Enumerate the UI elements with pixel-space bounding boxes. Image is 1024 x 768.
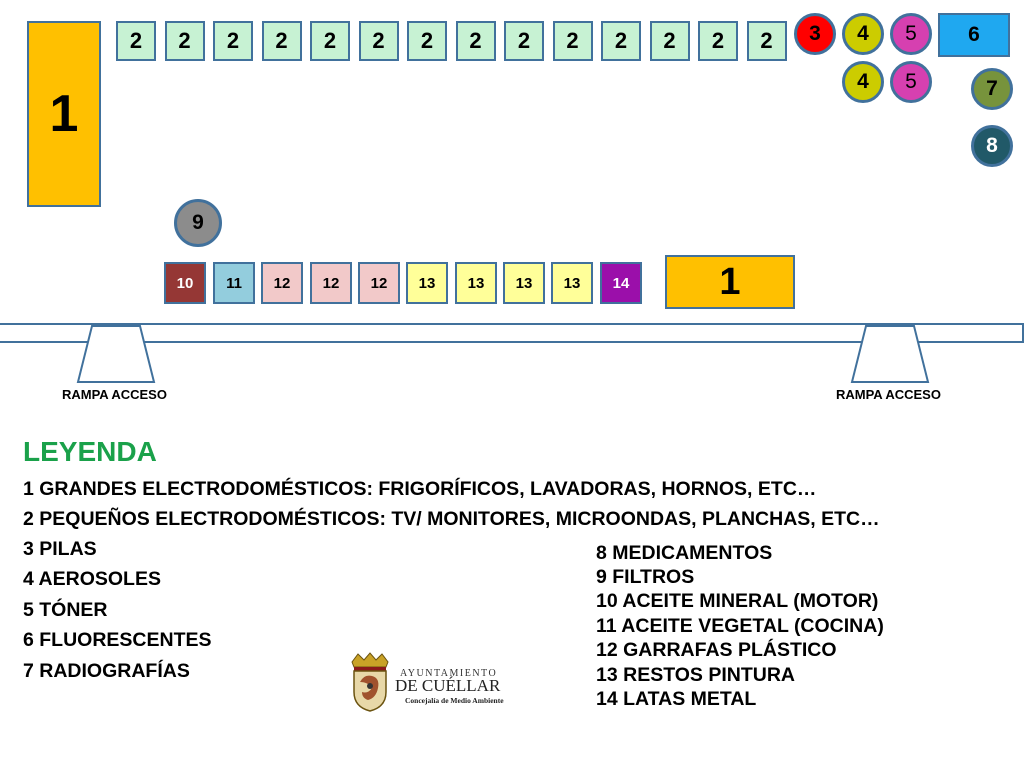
container-12-plastic-jugs: 12 [261,262,303,304]
container-2-small-appliances: 2 [407,21,447,61]
container-label: 5 [905,22,917,45]
legend-item: 11 ACEITE VEGETAL (COCINA) [596,615,884,637]
legend-item: 5 TÓNER [23,599,108,621]
container-label: 2 [129,28,143,53]
container-label: 2 [372,28,385,53]
container-4-aerosols: 4 [842,61,884,103]
container-5-toner: 5 [890,13,932,55]
ramp-left [76,325,156,383]
container-13-paint: 13 [551,262,593,304]
container-label: 13 [418,274,436,292]
container-label: 4 [857,22,869,45]
container-13-paint: 13 [406,262,448,304]
container-label: 2 [323,28,337,53]
municipality-logo: AYUNTAMIENTO DE CUÉLLAR Concejalía de Me… [348,652,518,712]
container-2-small-appliances: 2 [746,21,787,61]
legend-item: 10 ACEITE MINERAL (MOTOR) [596,590,879,612]
legend-item: 2 PEQUEÑOS ELECTRODOMÉSTICOS: TV/ MONITO… [23,508,880,530]
container-label: 13 [563,274,581,292]
container-14-metal-cans: 14 [600,262,642,304]
container-label: 2 [614,28,628,53]
container-2-small-appliances: 2 [310,21,350,61]
container-label: 2 [760,28,773,53]
container-label: 2 [226,28,240,53]
container-7-xrays: 7 [971,68,1013,110]
ramp-left-label: RAMPA ACCESO [62,387,167,402]
legend-item: 7 RADIOGRAFÍAS [23,660,190,682]
container-label: 2 [420,28,434,53]
container-label: 2 [178,28,191,53]
container-2-small-appliances: 2 [164,21,205,61]
container-label: 3 [809,22,821,45]
container-10-mineral-oil: 10 [164,262,206,304]
logo-line-2: DE CUÉLLAR [395,676,501,695]
container-2-small-appliances: 2 [358,21,399,61]
access-road [0,323,1024,343]
container-label: 10 [176,274,194,292]
container-1-large-appliances-left: 1 [27,21,101,207]
container-label: 14 [612,274,630,292]
container-label: 2 [517,28,531,53]
container-label: 13 [515,274,533,292]
container-2-small-appliances: 2 [455,21,496,61]
container-8-medicines: 8 [971,125,1013,167]
container-2-small-appliances: 2 [698,21,738,61]
container-12-plastic-jugs: 12 [358,262,400,304]
container-2-small-appliances: 2 [116,21,156,61]
container-2-small-appliances: 2 [504,21,544,61]
container-label: 12 [273,274,291,292]
container-12-plastic-jugs: 12 [310,262,352,304]
container-label: 4 [857,70,869,93]
legend-title: LEYENDA [23,436,157,467]
legend-item: 14 LATAS METAL [596,688,757,710]
container-2-small-appliances: 2 [649,21,690,61]
container-label: 2 [566,28,579,53]
container-1-large-appliances-bottom: 1 [665,255,795,309]
container-label: 13 [467,274,485,292]
ramp-right [850,325,930,383]
container-3-batteries: 3 [794,13,836,55]
legend-item: 13 RESTOS PINTURA [596,664,796,686]
legend-item: 9 FILTROS [596,566,695,588]
container-label: 12 [322,274,340,292]
container-2-small-appliances: 2 [213,21,253,61]
logo-line-3: Concejalía de Medio Ambiente [405,696,504,705]
container-11-vegetable-oil: 11 [213,262,255,304]
container-label: 9 [192,211,204,234]
legend-item: 8 MEDICAMENTOS [596,542,773,564]
container-label: 1 [719,260,741,303]
container-label: 2 [663,28,676,53]
container-label: 2 [469,28,482,53]
container-label: 11 [226,274,242,292]
container-label: 12 [370,274,388,292]
legend-item: 4 AEROSOLES [23,568,161,590]
container-9-filters: 9 [174,199,222,247]
container-label: 8 [986,134,998,157]
container-13-paint: 13 [455,262,497,304]
coat-of-arms-icon [351,652,389,712]
logo-line-1: AYUNTAMIENTO [400,668,498,679]
container-2-small-appliances: 2 [261,21,302,61]
container-label: 2 [275,28,288,53]
container-label: 5 [905,70,917,93]
container-label: 1 [49,85,79,143]
container-6-fluorescents: 6 [938,13,1010,57]
legend-item: 3 PILAS [23,538,97,560]
container-label: 7 [986,77,998,100]
container-5-toner: 5 [890,61,932,103]
legend-item: 6 FLUORESCENTES [23,629,212,651]
container-2-small-appliances: 2 [601,21,641,61]
container-label: 2 [711,28,725,53]
container-label: 6 [968,23,980,46]
ramp-right-label: RAMPA ACCESO [836,387,941,402]
container-4-aerosols: 4 [842,13,884,55]
legend-item: 12 GARRAFAS PLÁSTICO [596,639,837,661]
container-2-small-appliances: 2 [552,21,593,61]
legend-item: 1 GRANDES ELECTRODOMÉSTICOS: FRIGORÍFICO… [23,478,817,500]
container-13-paint: 13 [503,262,545,304]
